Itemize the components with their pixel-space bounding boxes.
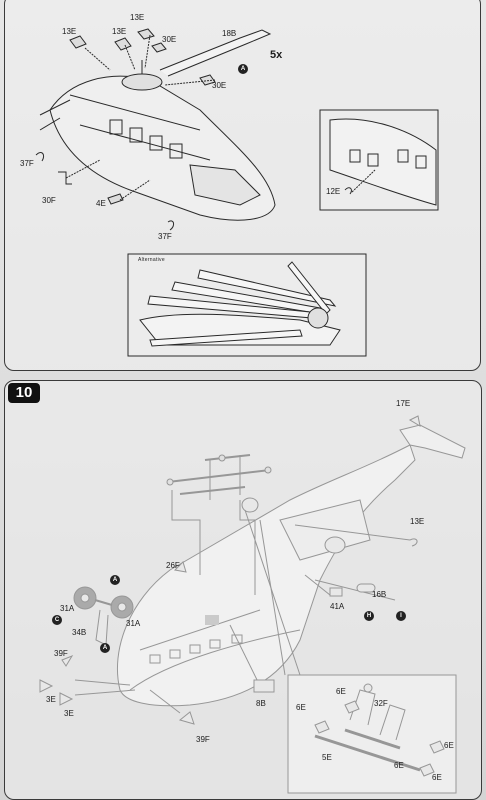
part-label: 12E (326, 187, 341, 196)
top-cockpit (189, 164, 261, 206)
part-label: 6E (394, 761, 404, 770)
part-label: 41A (330, 602, 345, 611)
part-label: 6E (444, 741, 454, 750)
part-label: 34B (72, 628, 87, 637)
part-label: 13E (112, 27, 127, 36)
part-label: 6E (432, 773, 442, 782)
alternative-label: Alternative (138, 257, 165, 263)
part-label: 32F (374, 699, 388, 708)
part-label: 31A (126, 619, 141, 628)
part-label: 5E (322, 753, 332, 762)
part-label: 39F (54, 649, 68, 658)
part-label: 3E (64, 709, 74, 718)
part-label: 37F (158, 232, 172, 241)
sprue-marker: A (110, 575, 120, 585)
step-number-badge: 10 (8, 383, 40, 403)
part-label: 3E (46, 695, 56, 704)
sprue-marker: A (100, 643, 110, 653)
part-label: 17E (396, 399, 411, 408)
step-10-panel (4, 380, 482, 800)
sprue-marker: I (396, 611, 406, 621)
sprue-marker: C (52, 615, 62, 625)
sprue-marker: A (238, 64, 248, 74)
part-label: 30F (42, 196, 56, 205)
part-label: 13E (130, 13, 145, 22)
part-label: 8B (256, 699, 266, 708)
multiplier-label: 5x (270, 49, 283, 61)
part-label: 31A (60, 604, 75, 613)
part-label: 30E (162, 35, 177, 44)
part-label: 13E (410, 517, 425, 526)
part-label: 16B (372, 590, 387, 599)
part-label: 30E (212, 81, 227, 90)
part-label: 6E (296, 703, 306, 712)
part-label: 26F (166, 561, 180, 570)
part-label: 37F (20, 159, 34, 168)
part-label: 18B (222, 29, 237, 38)
sprue-marker: H (364, 611, 374, 621)
part-label: 4E (96, 199, 106, 208)
part-label: 6E (336, 687, 346, 696)
part-label: 13E (62, 27, 77, 36)
rotor-hub (121, 73, 163, 91)
part-label: 39F (196, 735, 210, 744)
